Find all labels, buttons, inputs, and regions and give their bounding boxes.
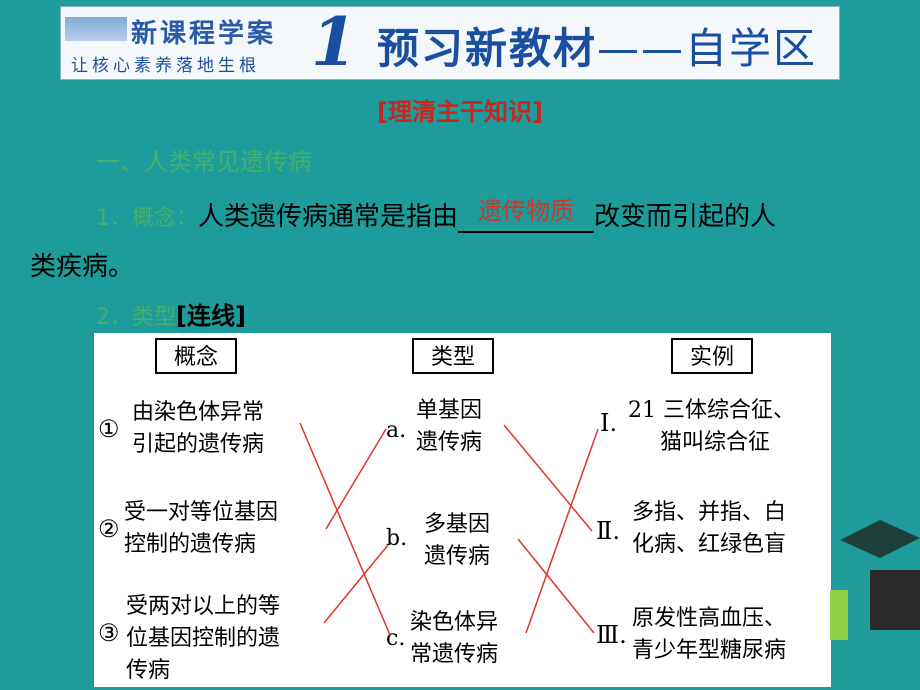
concept-2-num: ② <box>98 515 120 543</box>
types-paragraph: 2．类型[连线] <box>96 296 246 331</box>
type-b-mark: b. <box>386 526 407 551</box>
banner-heading-main: 预习新教材 <box>377 24 598 73</box>
banner-title: 新课程学案 <box>131 19 277 49</box>
header-box-type <box>412 338 494 374</box>
header-box-example <box>671 338 753 374</box>
line-concept1-type-c <box>299 422 391 636</box>
example-2-line2: 化病、红绿色盲 <box>632 532 786 557</box>
decorative-block <box>870 570 920 630</box>
section-subtitle: [理清主干知识] <box>377 98 543 126</box>
item1-label: 1．概念： <box>96 206 198 231</box>
type-b-line1: 多基因 <box>424 512 490 537</box>
concept-paragraph: 1．概念：人类遗传病通常是指由遗传物质改变而引起的人 <box>96 196 776 233</box>
type-a-mark: a. <box>386 418 406 443</box>
banner-heading-dash: —— <box>597 24 686 73</box>
line-concept2-type-a <box>325 428 387 530</box>
decorative-bar <box>830 590 848 640</box>
type-c-mark: c. <box>386 626 405 651</box>
example-1-line1: 21 三体综合征、 <box>628 398 795 423</box>
concept-3-line2: 位基因控制的遗 <box>126 626 280 651</box>
blank-answer: 遗传物质 <box>478 197 575 225</box>
concept-3-line1: 受两对以上的等 <box>126 594 280 619</box>
header-concept: 概念 <box>174 345 218 370</box>
header-example: 实例 <box>690 345 734 370</box>
item2-label: 2．类型 <box>96 305 176 330</box>
fill-blank: 遗传物质 <box>458 197 595 233</box>
example-2-mark: Ⅱ. <box>596 517 620 545</box>
type-a-line1: 单基因 <box>416 398 482 423</box>
item1-text-after: 改变而引起的人 <box>594 202 777 232</box>
section-heading: 一、人类常见遗传病 <box>96 148 312 176</box>
example-3-line2: 青少年型糖尿病 <box>632 638 786 663</box>
example-2-line1: 多指、并指、白 <box>632 500 786 525</box>
banner-number: 1 <box>311 3 357 81</box>
example-3-line1: 原发性高血压、 <box>632 606 786 631</box>
type-a-line2: 遗传病 <box>416 430 482 455</box>
line-type-a-example2 <box>503 424 593 532</box>
title-banner: 新课程学案 让核心素养落地生根 1 预习新教材——自学区 <box>60 3 840 81</box>
type-c-line2: 常遗传病 <box>410 642 498 667</box>
line-concept3-type-b <box>323 544 389 624</box>
item2-tag: [连线] <box>176 302 246 330</box>
banner-logo-block: 新课程学案 让核心素养落地生根 <box>65 11 325 76</box>
line-type-c-example1 <box>525 428 599 634</box>
concept-3-num: ③ <box>98 619 120 647</box>
matching-diagram: 概念 类型 实例 ① 由染色体异常 引起的遗传病 ② 受一对等位基因 控制的遗传… <box>98 338 795 683</box>
match-lines <box>299 422 599 636</box>
example-1-line2: 猫叫综合征 <box>660 430 770 455</box>
example-3-mark: Ⅲ. <box>596 621 627 649</box>
header-box-concept <box>155 338 237 374</box>
line-type-b-example3 <box>517 538 595 634</box>
matching-figure: 概念 类型 实例 ① 由染色体异常 引起的遗传病 ② 受一对等位基因 控制的遗传… <box>94 333 831 687</box>
banner-heading: 预习新教材——自学区 <box>377 15 817 76</box>
concept-2-line1: 受一对等位基因 <box>124 500 278 525</box>
item1-text-before: 人类遗传病通常是指由 <box>198 202 459 232</box>
concept-1-line1: 由染色体异常 <box>132 400 264 425</box>
type-c-line1: 染色体异 <box>410 610 498 635</box>
item1-continuation: 类疾病。 <box>30 252 135 282</box>
decorative-cap <box>840 520 920 558</box>
type-b-line2: 遗传病 <box>424 544 490 569</box>
concept-1-num: ① <box>98 415 120 443</box>
banner-slogan: 让核心素养落地生根 <box>71 56 260 76</box>
banner-stripe <box>65 17 127 41</box>
banner-heading-sub: 自学区 <box>685 24 818 73</box>
header-type: 类型 <box>431 345 475 370</box>
concept-1-line2: 引起的遗传病 <box>132 432 264 457</box>
concept-3-line3: 传病 <box>126 658 170 683</box>
concept-2-line2: 控制的遗传病 <box>124 532 256 557</box>
example-1-mark: Ⅰ. <box>600 409 617 437</box>
decorative-graphic <box>830 520 920 640</box>
